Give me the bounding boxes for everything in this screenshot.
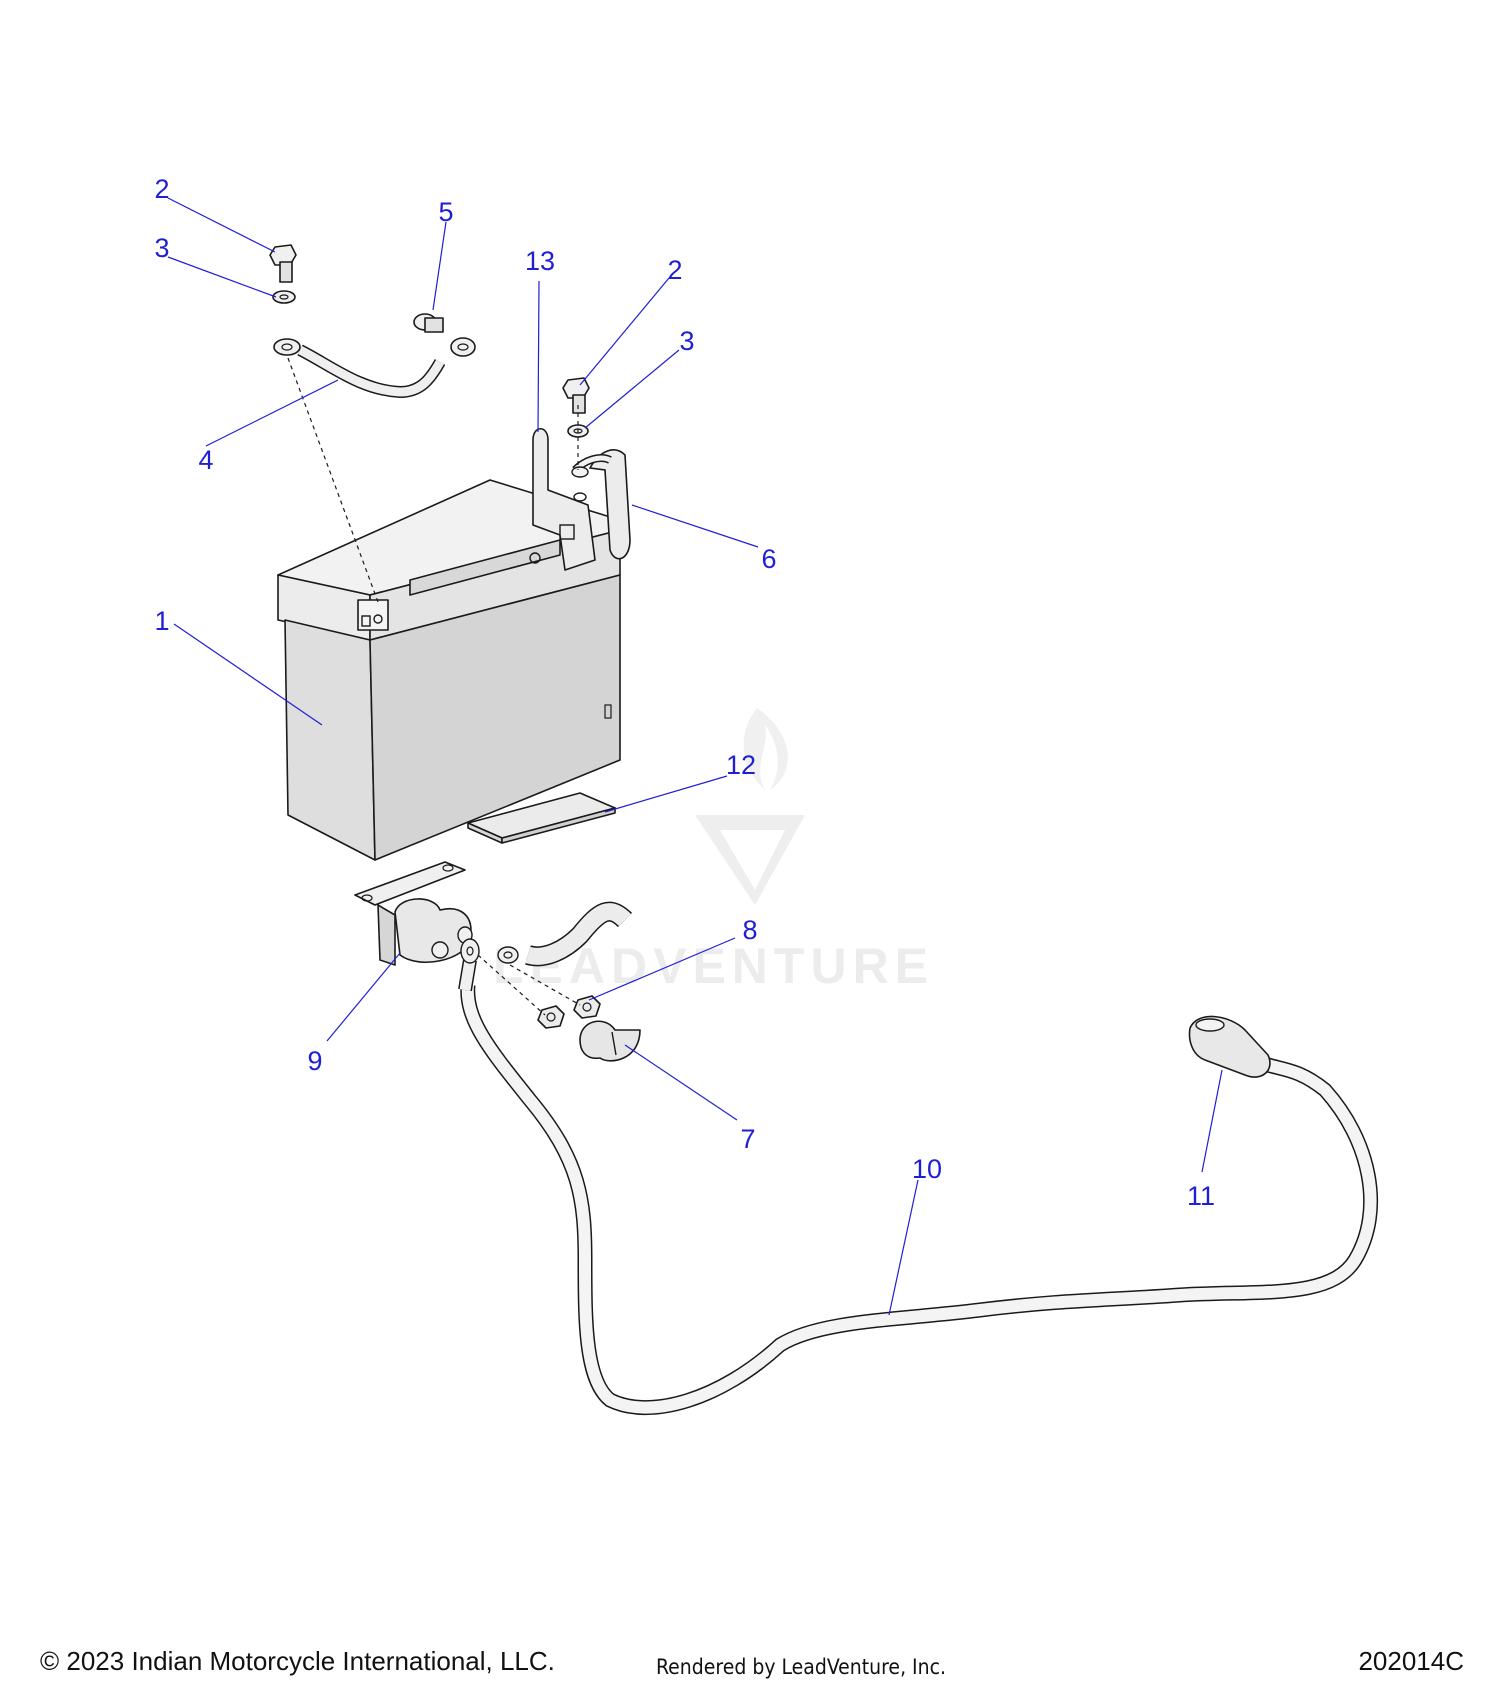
main-battery-cable xyxy=(458,938,1379,1416)
leadventure-watermark: LEADVENTURE xyxy=(493,708,928,994)
battery-pad xyxy=(467,792,616,844)
ground-cable xyxy=(273,337,476,399)
cable-end-boot xyxy=(1188,1015,1271,1078)
callout-7: 7 xyxy=(740,1124,755,1154)
bolt-right xyxy=(562,377,590,414)
assembly-lines xyxy=(287,357,581,1016)
terminal-boot xyxy=(579,1020,641,1062)
callout-4: 4 xyxy=(198,445,213,475)
callout-3-left: 3 xyxy=(154,233,169,263)
rendered-by-credit: Rendered by LeadVenture, Inc. xyxy=(656,1655,946,1679)
callout-6: 6 xyxy=(761,544,776,574)
bolt-left xyxy=(269,244,297,283)
solenoid-lead-cable xyxy=(497,901,633,967)
leader-lines xyxy=(167,197,1223,1316)
callout-3-right: 3 xyxy=(679,326,694,356)
callout-8: 8 xyxy=(742,915,757,945)
copyright-notice: © 2023 Indian Motorcycle International, … xyxy=(40,1646,555,1676)
battery xyxy=(277,479,621,861)
callout-2-left: 2 xyxy=(154,174,169,204)
callout-2-right: 2 xyxy=(667,255,682,285)
callout-12: 12 xyxy=(726,750,756,780)
nut-2 xyxy=(537,1005,565,1029)
callout-11: 11 xyxy=(1187,1181,1215,1211)
callout-9: 9 xyxy=(307,1046,322,1076)
callout-5: 5 xyxy=(438,197,453,227)
battery-hold-bracket xyxy=(532,427,596,571)
callout-10: 10 xyxy=(912,1154,942,1184)
starter-solenoid xyxy=(354,861,473,966)
nut-1 xyxy=(573,995,601,1019)
diagram-code: 202014C xyxy=(1358,1646,1464,1676)
screw xyxy=(413,313,444,333)
washer-left xyxy=(272,290,296,304)
callout-1: 1 xyxy=(154,606,169,636)
callout-numbers: 2 3 5 13 2 3 4 6 1 12 8 9 7 10 11 xyxy=(154,174,1215,1211)
callout-13: 13 xyxy=(525,246,555,276)
positive-battery-cable xyxy=(571,449,631,560)
